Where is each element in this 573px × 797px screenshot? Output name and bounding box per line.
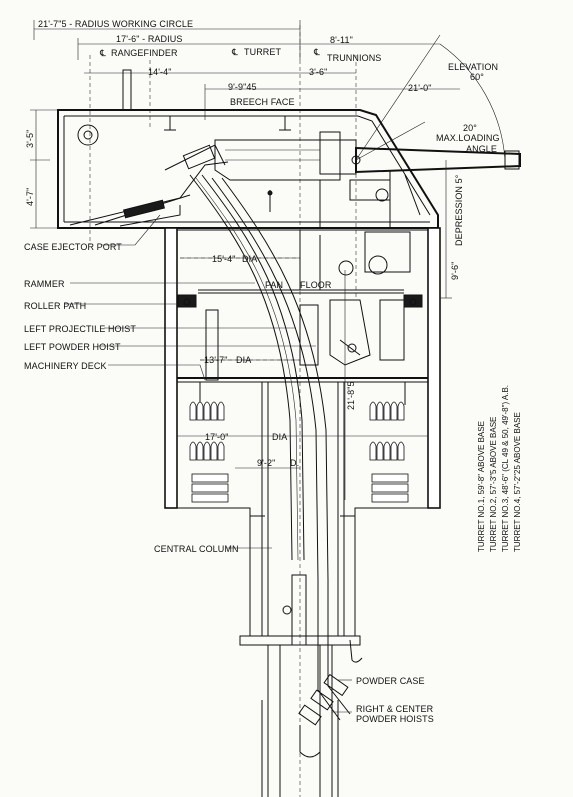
barbette <box>164 227 441 517</box>
projectile-shell <box>196 441 204 461</box>
turret-height-table: TURRET NO.1, 59'-8" ABOVE BASE TURRET NO… <box>477 385 522 552</box>
top-dimensions <box>33 20 460 797</box>
dim-21-0: 21'-0" <box>408 83 432 93</box>
dim-4-7: 4'-7" <box>25 188 35 206</box>
dim-13-7: 13'-7" <box>204 355 228 365</box>
dim-radius: 17'-6" - RADIUS <box>116 34 182 44</box>
callout-case-ejector-port: CASE EJECTOR PORT <box>24 242 122 252</box>
label-rangefinder: RANGEFINDER <box>111 48 178 58</box>
dim-17-0-dia: DIA <box>272 432 287 442</box>
turret-table-row-1: TURRET NO.1, 59'-8" ABOVE BASE <box>477 421 486 552</box>
dim-13-7-dia: DIA <box>236 355 251 365</box>
powder-canister <box>371 483 409 493</box>
dim-15-4: 15'-4" <box>212 254 236 264</box>
label-elevation-60: 60° <box>470 72 484 82</box>
projectile-stowage <box>189 401 409 503</box>
dim-9-9-45: 9'-9"45 <box>228 82 257 92</box>
projectile-shell <box>203 441 211 461</box>
label-angle: ANGLE <box>466 144 497 154</box>
callout-roller-path: ROLLER PATH <box>24 301 86 311</box>
callout-right-center-hoists-line1: RIGHT & CENTER <box>356 704 434 714</box>
callout-central-column: CENTRAL COLUMN <box>154 544 239 554</box>
dim-15-4-dia: DIA <box>242 254 257 264</box>
projectile-shell <box>217 401 225 421</box>
turret-table-row-2: TURRET NO.2, 57'-3"5 ABOVE BASE <box>489 417 498 552</box>
callout-leaders <box>64 214 352 713</box>
projectile-shell <box>369 401 377 421</box>
turret-table-row-4: TURRET NO.4, 57'-2"25 ABOVE BASE <box>513 412 522 552</box>
cl-symbol-turret: ℄ <box>231 47 238 57</box>
callout-left-projectile-hoist: LEFT PROJECTILE HOIST <box>24 324 136 334</box>
cl-symbol-trunnions: ℄ <box>313 47 320 57</box>
callout-rammer: RAMMER <box>24 279 65 289</box>
projectile-shell <box>383 441 391 461</box>
dim-9-2: 9'-2" <box>257 458 275 468</box>
dim-3-5: 3'-5" <box>25 130 35 148</box>
dim-3-6: 3'-6" <box>309 67 327 77</box>
projectile-shell <box>196 401 204 421</box>
powder-canister <box>371 473 409 483</box>
label-depression: DEPRESSION 5° <box>454 174 464 246</box>
turret-table-row-3: TURRET NO.3, 48'-6" (CL 49 & 50, 49'-8")… <box>501 385 510 552</box>
callout-left-powder-hoist: LEFT POWDER HOIST <box>24 342 121 352</box>
powder-canister <box>191 473 229 483</box>
projectile-shell <box>217 441 225 461</box>
projectile-shell <box>210 401 218 421</box>
dim-radius-working-circle: 21'-7"5 - RADIUS WORKING CIRCLE <box>38 19 193 29</box>
callout-powder-case: POWDER CASE <box>356 676 425 686</box>
projectile-shell <box>390 401 398 421</box>
dim-14-4: 14'-4" <box>148 67 172 77</box>
dim-9-6: 9'-6" <box>450 262 460 280</box>
projectile-shell <box>376 401 384 421</box>
projectile-shell <box>376 441 384 461</box>
projectile-shell <box>390 441 398 461</box>
projectile-shell <box>210 441 218 461</box>
projectile-shell <box>369 441 377 461</box>
callout-right-center-hoists-line2: POWDER HOISTS <box>356 714 434 724</box>
dim-21-8-5: 21'-8"5 <box>346 381 356 410</box>
label-max-loading-20: 20° <box>463 123 477 133</box>
projectile-shell <box>383 401 391 421</box>
label-trunnions: TRUNNIONS <box>327 53 381 63</box>
powder-canister <box>371 493 409 503</box>
callout-machinery-deck: MACHINERY DECK <box>24 361 107 371</box>
dim-17-0: 17'-0" <box>205 432 229 442</box>
projectile-shell <box>189 441 197 461</box>
label-elevation: ELEVATION <box>448 62 498 72</box>
projectile-shell <box>397 401 405 421</box>
hoist-trunks <box>189 174 363 797</box>
powder-canister <box>191 483 229 493</box>
projectile-shell <box>203 401 211 421</box>
cl-symbol-rangefinder: ℄ <box>99 48 106 58</box>
projectile-shell <box>397 441 405 461</box>
label-floor: FLOOR <box>300 280 332 290</box>
interior-dimensions <box>177 160 452 500</box>
gunhouse <box>57 69 521 229</box>
label-pan: PAN <box>265 280 283 290</box>
label-breech-face: BREECH FACE <box>230 97 295 107</box>
elevation-arc <box>355 34 506 161</box>
label-turret: TURRET <box>244 47 281 57</box>
powder-canister <box>191 493 229 503</box>
dim-9-2-d: D. <box>290 458 299 468</box>
label-max-loading: MAX.LOADING <box>436 133 500 143</box>
dim-8-11: 8'-11" <box>330 35 353 45</box>
projectile-shell <box>189 401 197 421</box>
